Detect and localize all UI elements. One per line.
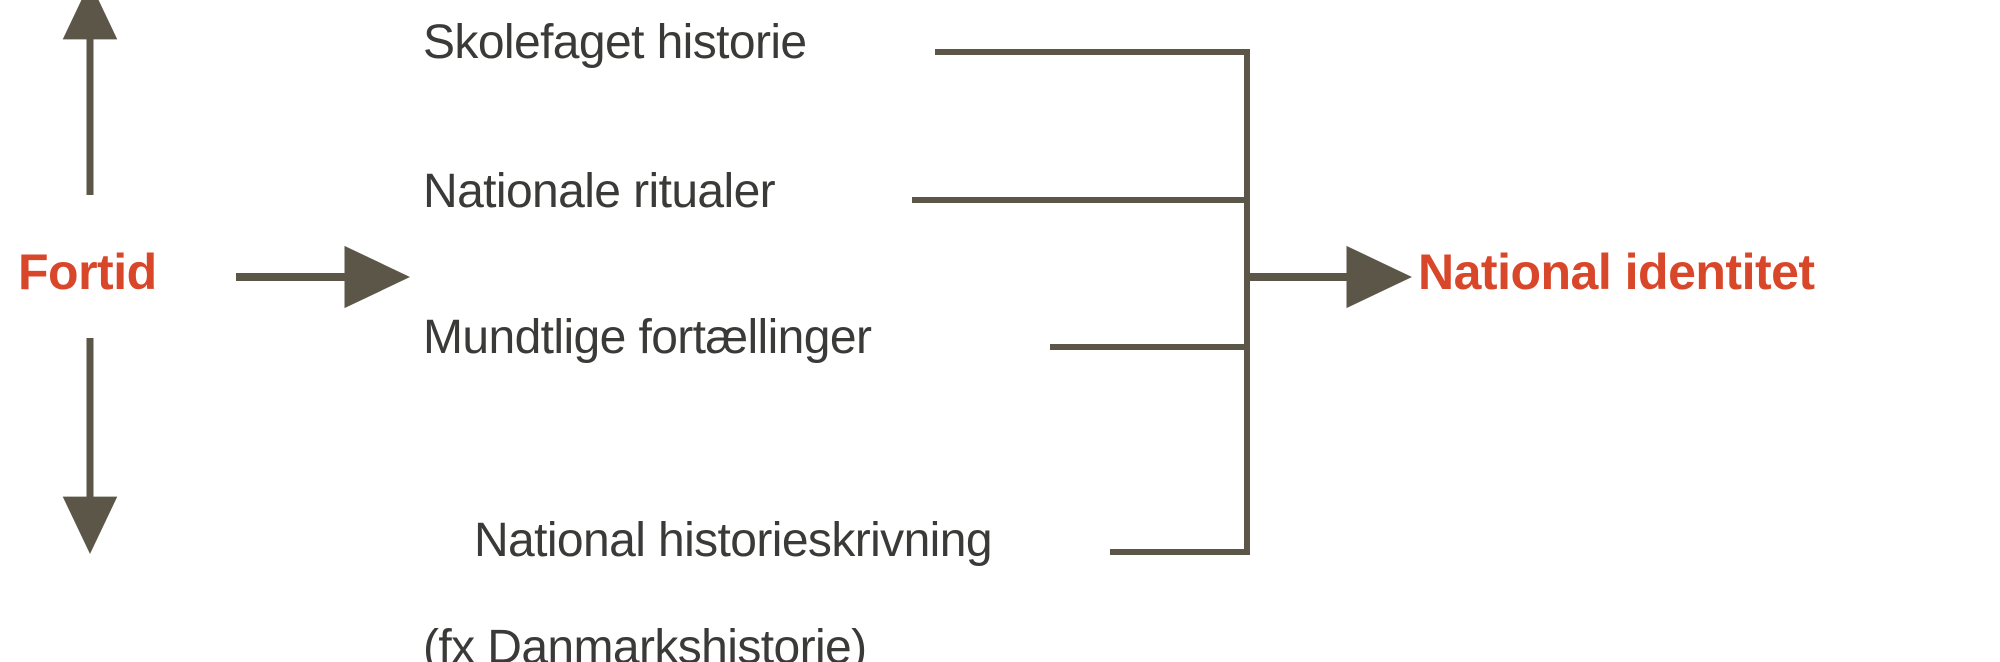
factor-label-nationale-ritualer: Nationale ritualer bbox=[423, 165, 776, 218]
factor-label-national-historieskrivning: National historieskrivning (fx Danmarksh… bbox=[423, 460, 993, 662]
bracket-connector-icon bbox=[912, 49, 1250, 555]
factor-label-skolefaget-historie: Skolefaget historie bbox=[423, 16, 807, 69]
source-node-label: Fortid bbox=[18, 244, 157, 300]
factor-label-line-1: National historieskrivning bbox=[473, 513, 993, 567]
factor-label-mundtlige-fortaellinger: Mundtlige fortællinger bbox=[423, 311, 872, 364]
factor-label-line-2: (fx Danmarkshistorie) bbox=[423, 621, 867, 662]
target-node-label: National identitet bbox=[1418, 244, 1815, 300]
